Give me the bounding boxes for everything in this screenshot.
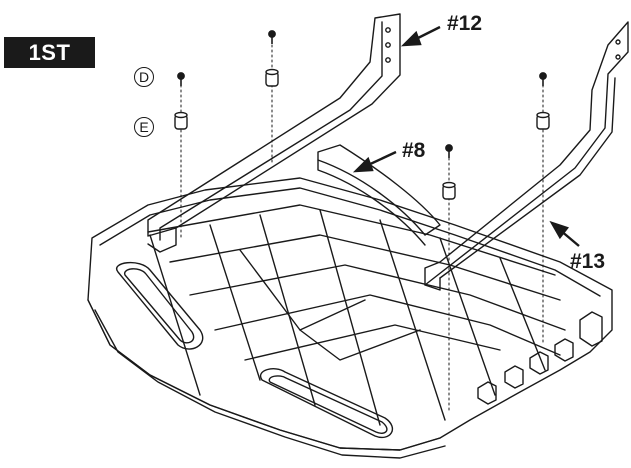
arrow-icon: [400, 25, 441, 47]
bolt-icon: [445, 144, 453, 158]
washer-icon: [442, 181, 456, 200]
rib-grid: [147, 204, 566, 426]
washer-icon: [265, 68, 279, 87]
clip-tabs: [477, 311, 603, 405]
arrow-icon: [549, 220, 580, 247]
part-callout-12: #12: [447, 12, 483, 35]
bolt-icon: [177, 72, 185, 86]
hardware-label-d: D: [134, 67, 154, 87]
part-callout-13: #13: [570, 250, 606, 273]
bolt-icon: [268, 30, 276, 44]
base-tray-outline: [87, 177, 613, 451]
bracket-12: [147, 13, 401, 253]
fastener-guides: [180, 44, 544, 411]
bolt-icon: [539, 72, 547, 86]
step-badge: 1ST: [4, 37, 95, 68]
washer-icon: [174, 111, 188, 130]
hardware-label-e: E: [134, 117, 154, 137]
part-callout-8: #8: [402, 139, 426, 162]
washer-icon: [536, 111, 550, 130]
bracket-13: [424, 21, 629, 291]
handle-slot-bottom: [259, 368, 394, 439]
arrow-icon: [352, 150, 397, 173]
handle-slot-left: [115, 262, 204, 350]
